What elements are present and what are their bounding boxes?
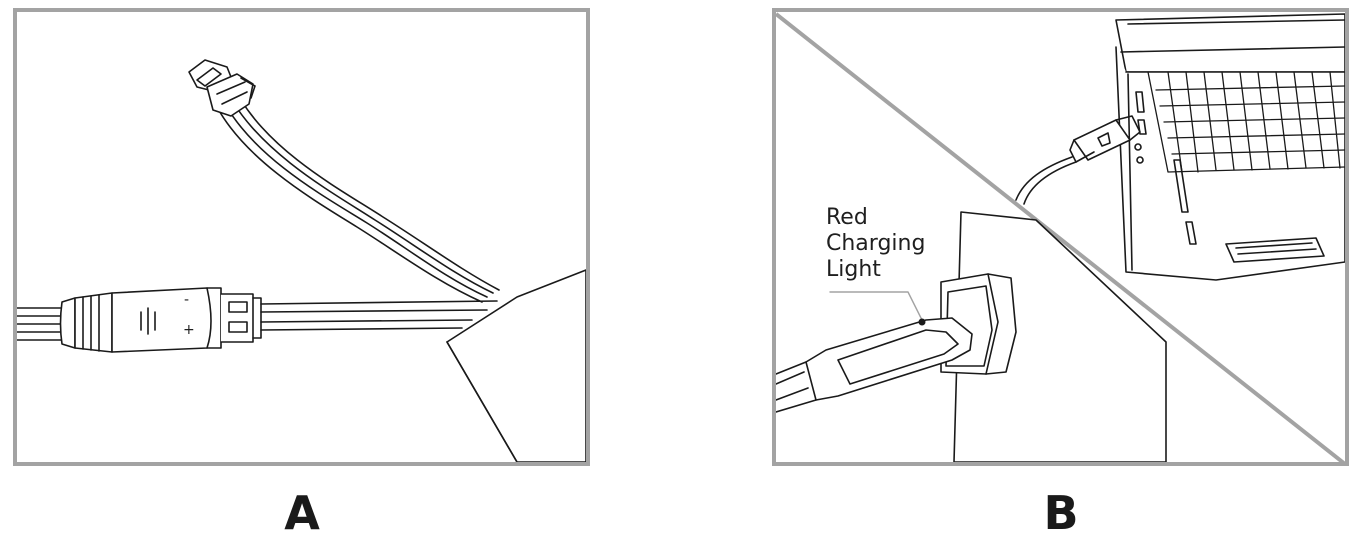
callout-line-1: Red [826, 205, 868, 230]
wire-connector-drawing: - + [17, 59, 586, 462]
left-wire-bundle [17, 307, 63, 341]
callout-line-2: Charging [826, 231, 925, 256]
callout-label: Red Charging Light [826, 205, 932, 282]
laptop [1115, 13, 1345, 281]
panel-b-illustration: Red Charging Light [772, 8, 1349, 466]
minus-mark: - [184, 292, 189, 308]
wall-plate [953, 211, 1167, 462]
laptop-usb-plug [1069, 115, 1141, 163]
device-body [446, 269, 586, 462]
panel-a-label: A [284, 486, 320, 540]
panel-b-label: B [1043, 486, 1079, 540]
laptop-keyboard [1147, 71, 1345, 173]
red-charging-light-indicator [918, 318, 926, 326]
large-connector-plug [59, 287, 262, 353]
callout-line-3: Light [826, 257, 881, 282]
callout-leader [829, 291, 923, 321]
usb-cable-plug [776, 317, 973, 413]
panel-a-illustration: - + [13, 8, 590, 466]
right-wire-bundle [260, 300, 498, 331]
upper-wire-bundle [216, 99, 500, 303]
laptop-cable [1015, 156, 1077, 205]
diagonal-divider [776, 12, 1345, 462]
plus-mark: + [183, 322, 195, 338]
charging-drawing: Red Charging Light [776, 12, 1345, 462]
small-connector-plug [188, 59, 256, 117]
